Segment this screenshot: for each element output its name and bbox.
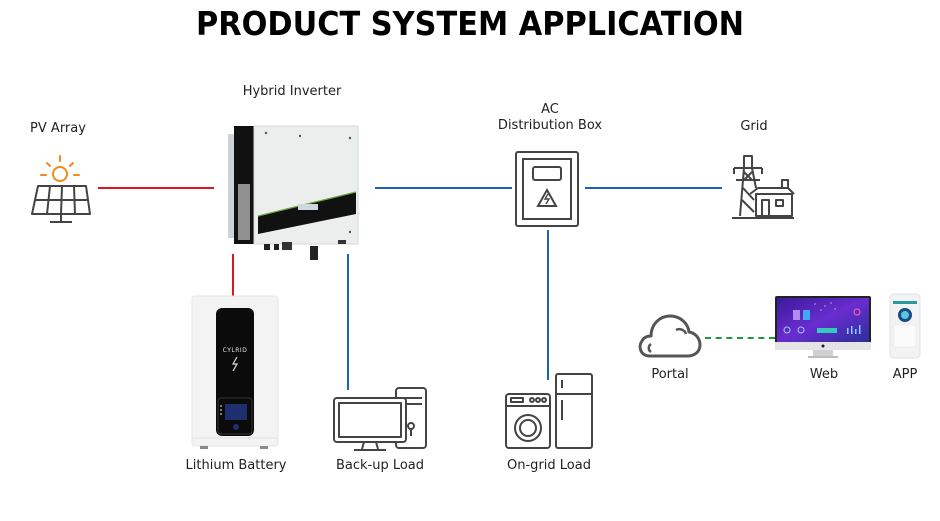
battery-brand-text: CYLRID — [223, 347, 248, 354]
connection-inverter-battery — [232, 254, 234, 296]
grid-label: Grid — [740, 119, 768, 134]
lithium-battery-label: Lithium Battery — [185, 458, 287, 473]
monitor-dashboard-icon — [775, 296, 871, 358]
backup-load-label: Back-up Load — [335, 458, 425, 473]
connection-inverter-backup — [347, 254, 349, 390]
power-tower-house-icon — [732, 155, 795, 219]
connection-portal-web — [705, 337, 775, 339]
connection-acbox-grid — [585, 187, 722, 189]
pv-array-label: PV Array — [30, 121, 86, 136]
web-label: Web — [809, 367, 839, 382]
desktop-computer-icon — [333, 387, 427, 451]
ongrid-load-label: On-grid Load — [507, 458, 591, 473]
ac-label-line2: Distribution Box — [497, 118, 603, 133]
lithium-battery-device: CYLRID — [190, 295, 282, 456]
connection-inverter-acbox — [375, 187, 512, 189]
connection-acbox-ongrid — [547, 230, 549, 380]
hybrid-inverter-label: Hybrid Inverter — [242, 84, 342, 99]
ac-distribution-box-label: AC Distribution Box — [498, 102, 602, 134]
hybrid-inverter-device — [228, 124, 360, 260]
ac-label-line1: AC — [541, 102, 559, 117]
portal-label: Portal — [651, 367, 689, 382]
connection-pv-inverter — [98, 187, 214, 189]
washer-fridge-icon — [505, 373, 593, 449]
page-title: PRODUCT SYSTEM APPLICATION — [195, 4, 745, 43]
solar-panel-icon — [31, 155, 91, 223]
smartphone-app-icon — [889, 293, 921, 359]
cloud-icon — [638, 314, 702, 358]
app-label: APP — [892, 367, 918, 382]
distribution-box-icon — [515, 151, 579, 227]
